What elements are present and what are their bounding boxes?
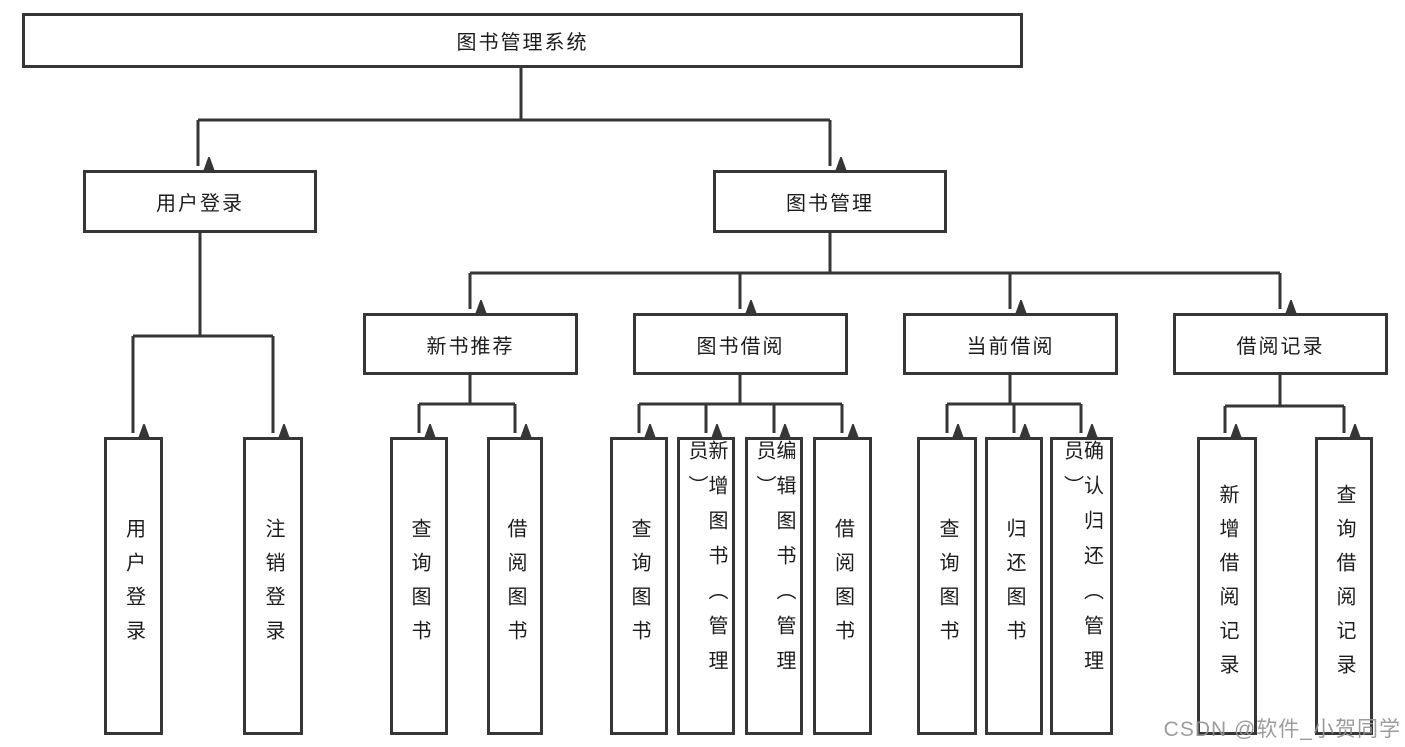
leaf-logout: 注销登录	[243, 437, 303, 735]
node-book-management: 图书管理	[713, 170, 947, 233]
node-user-login: 用户登录	[83, 170, 317, 233]
leaf-user-login: 用户登录	[104, 437, 163, 735]
leaf-current-return-books: 归还图书	[985, 437, 1043, 735]
node-book-borrow: 图书借阅	[633, 313, 848, 375]
node-current-borrow-label: 当前借阅	[966, 335, 1055, 358]
leaf-borrow-borrow-books-label: 借阅图书	[831, 518, 854, 654]
leaf-current-confirm-return-admin-label: 确认归还（管理员）	[1060, 440, 1103, 685]
leaf-records-add-record: 新增借阅记录	[1197, 437, 1257, 735]
leaf-borrow-edit-books-admin-label: 编辑图书（管理员）	[753, 440, 795, 685]
leaf-current-query-books: 查询图书	[917, 437, 977, 735]
node-borrow-records-label: 借阅记录	[1236, 335, 1325, 358]
leaf-current-return-books-label: 归还图书	[1003, 518, 1025, 654]
leaf-recommend-borrow-books-label: 借阅图书	[504, 518, 526, 654]
leaf-borrow-query-books-label: 查询图书	[628, 518, 650, 654]
leaf-borrow-add-books-admin: 新增图书（管理员）	[677, 437, 735, 735]
leaf-borrow-edit-books-admin: 编辑图书（管理员）	[745, 437, 803, 735]
node-user-login-label: 用户登录	[156, 193, 244, 215]
node-book-borrow-label: 图书借阅	[696, 335, 785, 358]
leaf-recommend-query-books: 查询图书	[390, 437, 448, 735]
leaf-borrow-query-books: 查询图书	[610, 437, 668, 735]
node-current-borrow: 当前借阅	[903, 313, 1118, 375]
leaf-current-confirm-return-admin: 确认归还（管理员）	[1050, 437, 1113, 735]
leaf-borrow-add-books-admin-label: 新增图书（管理员）	[685, 440, 727, 685]
leaf-borrow-borrow-books: 借阅图书	[813, 437, 872, 735]
leaf-user-login-label: 用户登录	[122, 518, 145, 654]
leaf-records-query-record-label: 查询借阅记录	[1333, 484, 1355, 688]
leaf-recommend-query-books-label: 查询图书	[408, 518, 430, 654]
leaf-recommend-borrow-books: 借阅图书	[487, 437, 543, 735]
leaf-logout-label: 注销登录	[262, 518, 284, 654]
node-new-book-recommend: 新书推荐	[363, 313, 578, 375]
node-new-book-recommend-label: 新书推荐	[426, 335, 515, 358]
csdn-watermark: CSDN @软件_小贺同学	[1163, 718, 1401, 741]
node-borrow-records: 借阅记录	[1173, 313, 1388, 375]
leaf-current-query-books-label: 查询图书	[936, 518, 958, 654]
node-book-management-label: 图书管理	[786, 193, 874, 215]
node-root-label: 图书管理系统	[456, 32, 589, 54]
node-root-system: 图书管理系统	[22, 13, 1023, 68]
leaf-records-add-record-label: 新增借阅记录	[1216, 484, 1238, 688]
leaf-records-query-record: 查询借阅记录	[1315, 437, 1373, 735]
